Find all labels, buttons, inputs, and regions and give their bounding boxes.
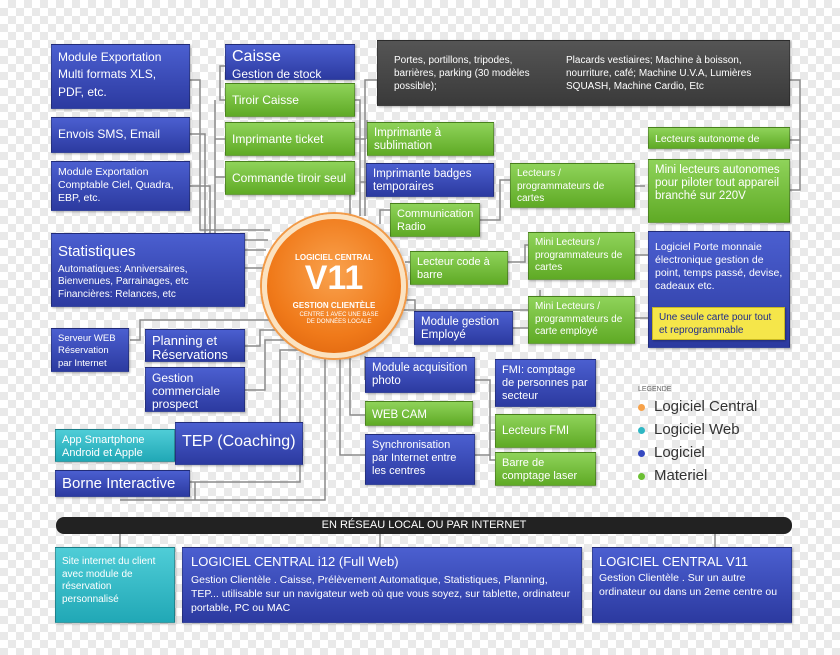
gestion-commerciale-box: Gestion commerciale prospect: [145, 367, 245, 412]
envois-sms-label: Envois SMS, Email: [58, 127, 161, 141]
fmi-comptage-label: FMI: comptage de personnes par secteur: [502, 364, 588, 403]
tiroir-caisse-label: Tiroir Caisse: [232, 93, 299, 107]
tep-box: TEP (Coaching): [175, 422, 303, 465]
gestion-commerciale-label: Gestion commerciale prospect: [152, 371, 221, 412]
lecteurs-autonome-label: Lecteurs autonome de carte: [655, 133, 760, 148]
lecteurs-programmateurs-label: Lecteurs / programmateurs de cartes: [517, 168, 605, 204]
access-devices-right: Placards vestiaires; Machine à boisson, …: [566, 55, 752, 92]
logiciel-i12-body: Gestion Clientèle . Caisse, Prélèvement …: [191, 574, 571, 614]
module-acquisition-box: Module acquisition photo: [365, 357, 475, 393]
lecteurs-autonome-box: Lecteurs autonome de carte: [648, 127, 790, 149]
lecteur-code-barre-label: Lecteur code à barre: [417, 256, 490, 281]
commande-tiroir-label: Commande tiroir seul: [232, 171, 347, 185]
mini-lecteurs-autonomes-box: Mini lecteurs autonomes pour piloter tou…: [648, 159, 790, 223]
mini-lecteurs-employe-label: Mini Lecteurs / programmateurs de carte …: [535, 301, 623, 337]
module-export-comptable-label: Module Exportation Comptable Ciel, Quadr…: [58, 166, 174, 205]
logiciel-v11-box: LOGICIEL CENTRAL V11 Gestion Clientèle .…: [592, 547, 792, 623]
barre-comptage-label: Barre de comptage laser: [502, 457, 578, 482]
site-internet-label: Site internet du client avec module de r…: [62, 556, 156, 605]
lecteur-code-barre-box: Lecteur code à barre: [410, 251, 508, 285]
logiciel-central-hub: LOGICIEL CENTRAL V11 GESTION CLIENTÈLE C…: [262, 214, 406, 358]
site-internet-box: Site internet du client avec module de r…: [55, 547, 175, 623]
synchronisation-box: Synchronisation par Internet entre les c…: [365, 434, 475, 485]
app-smartphone-box: App Smartphone Android et Apple: [55, 429, 175, 462]
legend-dot-icon: [638, 449, 645, 457]
access-devices-box: Portes, portillons, tripodes, barrières,…: [377, 40, 790, 106]
app-smartphone-label: App Smartphone Android et Apple: [62, 434, 145, 460]
logiciel-i12-box: LOGICIEL CENTRAL i12 (Full Web) Gestion …: [182, 547, 582, 623]
communication-radio-label: Communication Radio: [397, 208, 474, 233]
lecteurs-fmi-box: Lecteurs FMI: [495, 414, 596, 448]
statistiques-title: Statistiques: [58, 243, 136, 260]
mini-lecteurs-prog-box: Mini Lecteurs / programmateurs de cartes: [528, 232, 635, 280]
lecteurs-fmi-label: Lecteurs FMI: [502, 425, 570, 437]
caisse-title: Caisse: [232, 48, 281, 65]
hub-subtitle: GESTION CLIENTÈLE: [292, 301, 376, 310]
legend-label: Logiciel: [654, 444, 705, 461]
barre-comptage-box: Barre de comptage laser: [495, 452, 596, 486]
envois-sms-box: Envois SMS, Email: [51, 117, 190, 153]
legend-title: LEGENDE: [638, 386, 672, 393]
tep-label: TEP (Coaching): [182, 433, 296, 450]
module-acquisition-label: Module acquisition photo: [372, 362, 468, 388]
porte-monnaie-label: Logiciel Porte monnaie électronique gest…: [655, 241, 783, 293]
legend-label: Logiciel Web: [654, 421, 740, 438]
legend-item: Logiciel: [638, 441, 757, 464]
webcam-box: WEB CAM: [365, 401, 473, 426]
caisse-subtitle: Gestion de stock: [232, 67, 322, 80]
communication-radio-box: Communication Radio: [390, 203, 480, 237]
caisse-box: Caisse Gestion de stock: [225, 44, 355, 80]
borne-box: Borne Interactive: [55, 470, 190, 497]
mini-lecteurs-autonomes-label: Mini lecteurs autonomes pour piloter tou…: [655, 164, 780, 203]
legend-label: Logiciel Central: [654, 398, 758, 415]
planning-label: Planning et Réservations: [152, 333, 228, 362]
fmi-comptage-box: FMI: comptage de personnes par secteur: [495, 359, 596, 407]
webcam-label: WEB CAM: [372, 409, 427, 421]
logiciel-i12-title: LOGICIEL CENTRAL i12 (Full Web): [191, 554, 399, 569]
synchronisation-label: Synchronisation par Internet entre les c…: [372, 439, 457, 478]
statistiques-body: Automatiques: Anniversaires, Bienvenues,…: [58, 263, 189, 300]
legend-item: Materiel: [638, 464, 757, 487]
planning-box: Planning et Réservations: [145, 329, 245, 362]
borne-label: Borne Interactive: [62, 475, 176, 492]
imprimante-sublimation-label: Imprimante à sublimation: [374, 127, 442, 152]
mini-lecteurs-prog-label: Mini Lecteurs / programmateurs de cartes: [535, 237, 623, 273]
network-bar: EN RÉSEAU LOCAL OU PAR INTERNET: [56, 517, 792, 534]
module-gestion-employe-box: Module gestion Employé: [414, 311, 513, 345]
seule-carte-label: Une seule carte pour tout et reprogramma…: [659, 312, 772, 336]
module-export-comptable-box: Module Exportation Comptable Ciel, Quadr…: [51, 161, 190, 211]
legend-dot-icon: [638, 426, 645, 434]
hub-title: LOGICIEL CENTRAL: [294, 253, 374, 262]
legend-label: Materiel: [654, 467, 708, 484]
logiciel-v11-title: LOGICIEL CENTRAL V11: [599, 554, 749, 569]
hub-caption: CENTRE 1 AVEC UNE BASE DE DONNÉES LOCALE: [299, 312, 379, 326]
hub-version: V11: [304, 259, 364, 297]
imprimante-badges-box: Imprimante badges temporaires: [366, 163, 494, 197]
imprimante-ticket-label: Imprimante ticket: [232, 132, 324, 146]
imprimante-ticket-box: Imprimante ticket: [225, 122, 355, 156]
legend-dot-icon: [638, 472, 645, 480]
network-bar-label: EN RÉSEAU LOCAL OU PAR INTERNET: [321, 519, 527, 531]
seule-carte-note: Une seule carte pour tout et reprogramma…: [652, 307, 785, 340]
lecteurs-programmateurs-box: Lecteurs / programmateurs de cartes: [510, 163, 635, 208]
serveur-web-box: Serveur WEB Réservation par Internet: [51, 328, 129, 372]
logiciel-v11-body: Gestion Clientèle . Sur un autre ordinat…: [599, 572, 778, 598]
module-export-box: Module Exportation Multi formats XLS, PD…: [51, 44, 190, 109]
serveur-web-label: Serveur WEB Réservation par Internet: [58, 333, 116, 369]
legend-item: Logiciel Central: [638, 395, 757, 418]
statistiques-box: Statistiques Automatiques: Anniversaires…: [51, 233, 245, 307]
module-gestion-employe-label: Module gestion Employé: [421, 316, 499, 341]
legend-item: Logiciel Web: [638, 418, 757, 441]
imprimante-sublimation-box: Imprimante à sublimation: [367, 122, 494, 156]
legend: LEGENDE Logiciel Central Logiciel Web Lo…: [638, 386, 757, 487]
commande-tiroir-box: Commande tiroir seul: [225, 161, 355, 195]
module-export-label: Module Exportation Multi formats XLS, PD…: [58, 50, 162, 99]
imprimante-badges-label: Imprimante badges temporaires: [373, 168, 472, 193]
legend-dot-icon: [638, 403, 645, 411]
access-devices-left: Portes, portillons, tripodes, barrières,…: [394, 55, 530, 92]
tiroir-caisse-box: Tiroir Caisse: [225, 83, 355, 117]
mini-lecteurs-employe-box: Mini Lecteurs / programmateurs de carte …: [528, 296, 635, 344]
